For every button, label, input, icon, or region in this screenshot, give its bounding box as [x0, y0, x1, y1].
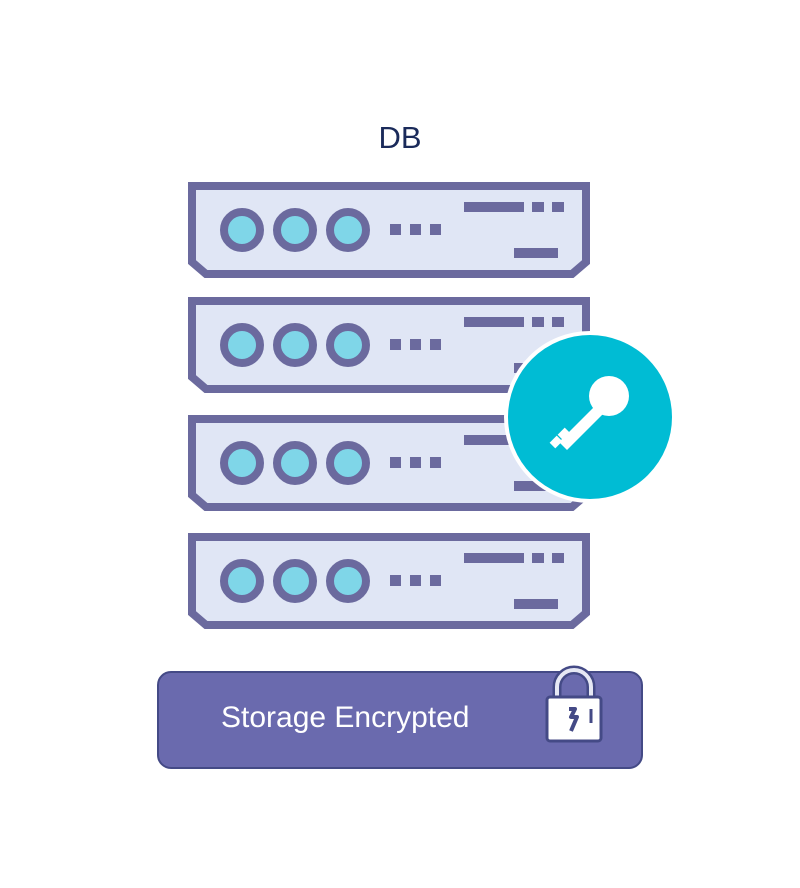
- banner-label: Storage Encrypted: [221, 701, 470, 734]
- server-icon: [188, 415, 590, 511]
- server-unit-4: [188, 533, 590, 629]
- storage-encrypted-banner: Storage Encrypted: [157, 665, 643, 769]
- encryption-key-badge: [503, 330, 677, 504]
- server-icon: [188, 182, 590, 278]
- server-unit-3: [188, 415, 590, 511]
- server-icon: [188, 297, 590, 393]
- server-icon: [188, 533, 590, 629]
- lock-container: [539, 665, 609, 749]
- diagram-title: DB: [378, 120, 422, 155]
- key-icon: [504, 331, 676, 503]
- server-unit-1: [188, 182, 590, 278]
- server-unit-2: [188, 297, 590, 393]
- lock-icon: [545, 665, 603, 743]
